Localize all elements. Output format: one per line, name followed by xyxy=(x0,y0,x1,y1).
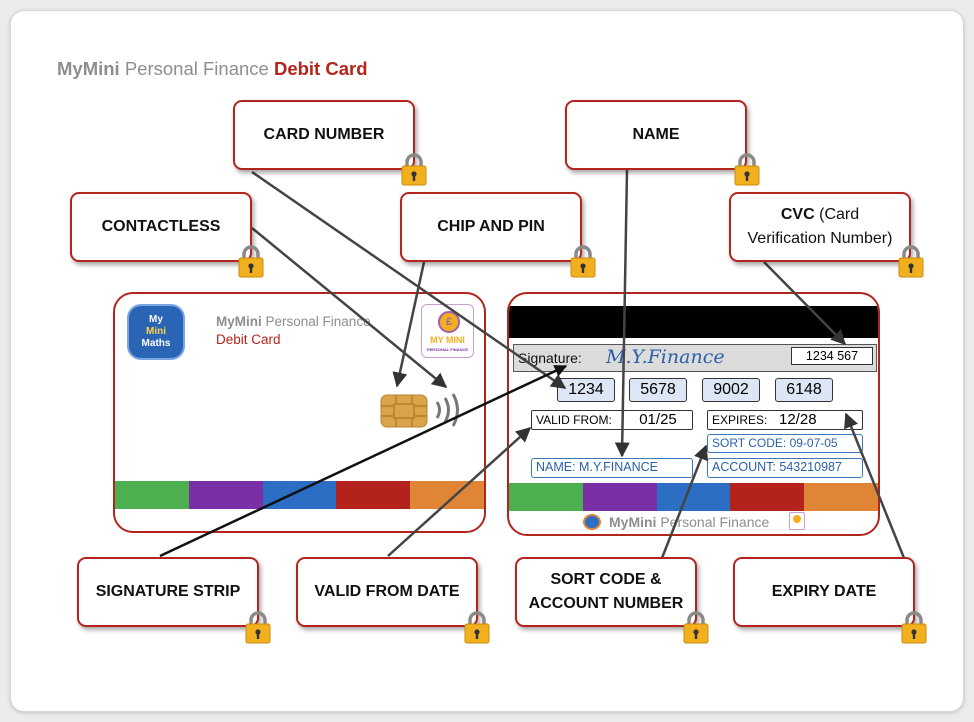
stripe-blue xyxy=(656,483,731,511)
card-number-group-2: 5678 xyxy=(629,378,687,402)
callout-chip-and-pin: CHIP AND PIN xyxy=(400,192,582,262)
callout-valid-from-date-label: VALID FROM DATE xyxy=(314,583,460,600)
cvc-value: 1234 567 xyxy=(791,347,873,365)
card-number-group-1: 1234 xyxy=(557,378,615,402)
footer-brand: MyMini xyxy=(609,514,657,530)
callout-card-number: CARD NUMBER xyxy=(233,100,415,170)
stripe-blue xyxy=(262,481,337,509)
lock-icon xyxy=(898,245,924,278)
back-card: Signature: M.Y.Finance 1234 567 1234 567… xyxy=(507,292,880,536)
page-title: MyMini Personal Finance Debit Card xyxy=(57,58,368,80)
callout-card-number-label: CARD NUMBER xyxy=(263,126,385,143)
footer-logo-icon xyxy=(583,514,601,530)
front-brand: MyMini xyxy=(216,314,262,329)
callout-sort-code-account: SORT CODE & ACCOUNT NUMBER xyxy=(515,557,697,627)
stripe-red xyxy=(336,481,411,509)
callout-sort-code-line2: ACCOUNT NUMBER xyxy=(528,595,684,612)
pound-coin-icon: £ xyxy=(438,311,460,333)
card-number-group-4: 6148 xyxy=(775,378,833,402)
stripe-purple xyxy=(188,481,263,509)
stripe-orange xyxy=(410,481,484,509)
title-brand: MyMini xyxy=(57,58,120,79)
front-card: My Mini Maths MyMini Personal Finance De… xyxy=(113,292,486,533)
lock-icon xyxy=(238,245,264,278)
callout-cvc: CVC (Card Verification Number) xyxy=(729,192,911,262)
badge-title: MY MINI xyxy=(430,335,465,345)
lock-icon xyxy=(683,611,709,644)
stripe-red xyxy=(730,483,805,511)
sort-code: SORT CODE: 09-07-05 xyxy=(707,434,863,453)
callout-name-label: NAME xyxy=(632,126,680,143)
title-product: Debit Card xyxy=(273,58,368,79)
chip-icon xyxy=(380,394,428,428)
logo-line-2: Mini xyxy=(146,326,166,337)
lock-icon xyxy=(245,611,271,644)
callout-cvc-rest: (Card xyxy=(819,206,860,223)
badge-sub: PERSONAL FINANCE xyxy=(426,347,469,352)
callout-signature-strip-label: SIGNATURE STRIP xyxy=(95,583,241,600)
callout-valid-from-date: VALID FROM DATE xyxy=(296,557,478,627)
card-number-group-3: 9002 xyxy=(702,378,760,402)
logo-line-3: Maths xyxy=(141,338,171,349)
lock-icon xyxy=(734,153,760,186)
signature-label: Signature: xyxy=(518,350,582,366)
callout-signature-strip: SIGNATURE STRIP xyxy=(77,557,259,627)
stripe-purple xyxy=(582,483,657,511)
lock-icon xyxy=(901,611,927,644)
expires-label: EXPIRES: xyxy=(712,413,768,427)
mymini-badge: £ MY MINI PERSONAL FINANCE xyxy=(421,304,474,358)
signature-value: M.Y.Finance xyxy=(606,346,725,368)
callout-sort-code-line1: SORT CODE & xyxy=(550,571,662,588)
stripe-green xyxy=(509,483,583,511)
front-product: Debit Card xyxy=(216,332,281,347)
stripe-orange xyxy=(804,483,878,511)
magnetic-strip xyxy=(509,306,878,338)
callout-name: NAME xyxy=(565,100,747,170)
back-color-stripes xyxy=(509,483,878,511)
mymini-maths-logo: My Mini Maths xyxy=(127,304,185,360)
footer-badge-icon xyxy=(789,512,805,530)
callout-contactless-label: CONTACTLESS xyxy=(101,218,221,235)
front-sub: Personal Finance xyxy=(265,314,371,329)
account-number: ACCOUNT: 543210987 xyxy=(707,458,863,478)
lock-icon xyxy=(401,153,427,186)
contactless-icon xyxy=(435,393,459,427)
name-on-card: NAME: M.Y.FINANCE xyxy=(531,458,693,478)
lock-icon xyxy=(464,611,490,644)
callout-chip-and-pin-label: CHIP AND PIN xyxy=(437,218,545,235)
lock-icon xyxy=(570,245,596,278)
valid-from-value: 01/25 xyxy=(622,411,693,429)
title-sub: Personal Finance xyxy=(124,58,269,79)
valid-from-label: VALID FROM: xyxy=(536,413,612,427)
front-color-stripes xyxy=(115,481,484,509)
logo-line-1: My xyxy=(149,314,163,325)
callout-expiry-date: EXPIRY DATE xyxy=(733,557,915,627)
expires-value: 12/28 xyxy=(779,411,817,428)
footer-sub: Personal Finance xyxy=(660,514,770,530)
stripe-green xyxy=(115,481,189,509)
callout-contactless: CONTACTLESS xyxy=(70,192,252,262)
back-footer: MyMini Personal Finance xyxy=(609,514,769,530)
callout-cvc-line2: Verification Number) xyxy=(747,230,893,247)
callout-expiry-date-label: EXPIRY DATE xyxy=(771,583,877,600)
callout-cvc-bold: CVC xyxy=(780,206,815,223)
